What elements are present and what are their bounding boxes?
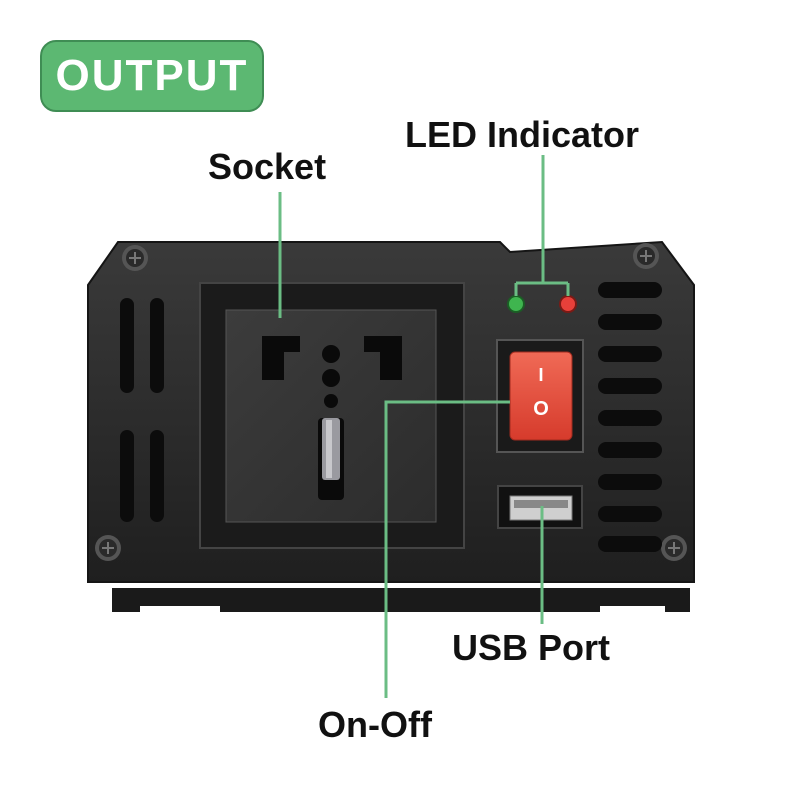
led-indicator-label: LED Indicator: [405, 114, 640, 155]
right-vents: [598, 282, 662, 552]
universal-socket: [199, 282, 465, 549]
left-vents: [120, 298, 164, 522]
usb-port-label: USB Port: [452, 627, 611, 668]
socket-label: Socket: [208, 146, 327, 187]
led-dot-green: [507, 295, 525, 313]
switch-on-mark: I: [538, 365, 543, 385]
on-off-label: On-Off: [318, 704, 432, 745]
leader-lines: [278, 155, 570, 698]
led-leader: [514, 155, 570, 296]
screw-icon: [661, 535, 687, 561]
switch-off-mark: O: [533, 398, 549, 420]
onoff-leader: [384, 400, 510, 698]
screw-icon: [122, 245, 148, 271]
screw-icon: [633, 243, 659, 269]
rocker-switch[interactable]: I O: [496, 339, 584, 453]
led-dot-red: [559, 295, 577, 313]
output-badge: OUTPUT: [40, 40, 264, 112]
base-plate: [112, 588, 690, 612]
screw-icon: [95, 535, 121, 561]
output-badge-text: OUTPUT: [55, 51, 249, 100]
usb-port[interactable]: [497, 485, 583, 529]
